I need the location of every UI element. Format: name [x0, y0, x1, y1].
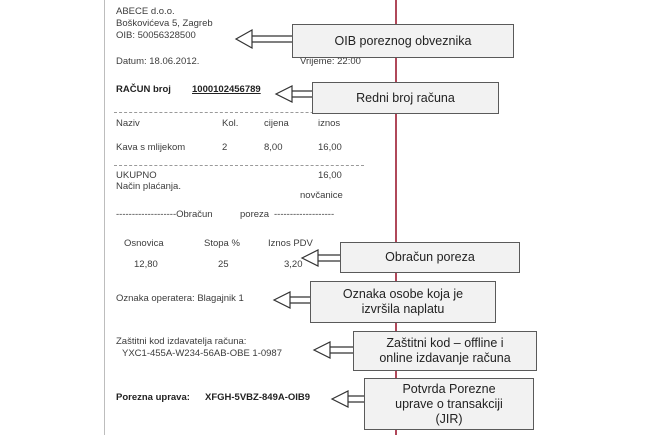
callout-zki-line2: online izdavanje računa — [379, 351, 511, 365]
divider — [114, 112, 364, 113]
tax-value-rate: 25 — [218, 259, 229, 270]
callout-invoice-number-text: Redni broj računa — [356, 90, 455, 105]
operator-line: Oznaka operatera: Blagajnik 1 — [116, 293, 244, 304]
callout-jir-line2: uprave o transakciji — [395, 396, 503, 411]
arrow-tax-head — [300, 249, 319, 267]
column-header-amount: iznos — [318, 118, 341, 129]
payment-label: Način plaćanja. — [116, 181, 181, 192]
item-amount: 16,00 — [318, 142, 342, 153]
company-name: ABECE d.o.o. — [116, 6, 175, 17]
callout-oib-text: OIB poreznog obveznika — [334, 33, 472, 48]
arrow-operator-head — [272, 291, 291, 309]
receipt-time: Vrijeme: 22:00 — [300, 56, 361, 67]
item-qty: 2 — [222, 142, 228, 153]
column-header-qty: Kol. — [222, 118, 239, 129]
callout-tax: Obračun poreza — [340, 242, 520, 273]
callout-tax-text: Obračun poreza — [385, 250, 475, 264]
item-price: 8,00 — [264, 142, 283, 153]
callout-operator-line2: izvršila naplatu — [361, 302, 445, 316]
tax-column-rate: Stopa % — [204, 238, 240, 249]
receipt-right-edge — [395, 0, 397, 435]
callout-operator: Oznaka osobe koja je izvršila naplatu — [310, 281, 496, 323]
arrow-oib-head — [234, 28, 253, 50]
callout-invoice-number: Redni broj računa — [312, 82, 499, 114]
arrow-zki-head — [312, 341, 331, 359]
zki-value: YXC1-455A-W234-56AB-OBE 1-0987 — [122, 348, 282, 359]
jir-label: Porezna uprava: — [116, 392, 190, 403]
total-amount: 16,00 — [318, 170, 342, 181]
divider — [114, 165, 364, 166]
callout-jir-line1: Potvrda Porezne — [402, 381, 496, 396]
invoice-label: RAČUN broj — [116, 84, 171, 95]
tax-column-vat: Iznos PDV — [268, 238, 313, 249]
callout-zki: Zaštitni kod – offline i online izdavanj… — [353, 331, 537, 371]
payment-value: novčanice — [300, 190, 343, 201]
column-header-price: cijena — [264, 118, 289, 129]
callout-oib: OIB poreznog obveznika — [292, 24, 514, 58]
company-oib: OIB: 50056328500 — [116, 30, 196, 41]
jir-value: XFGH-5VBZ-849A-OIB9 — [205, 392, 311, 403]
tax-section-header-right: ------------------- — [274, 209, 335, 220]
receipt-date: Datum: 18.06.2012. — [116, 56, 200, 67]
arrow-invoice-head — [274, 85, 293, 103]
receipt-left-edge — [104, 0, 105, 435]
invoice-number: 1000102456789 — [192, 84, 261, 95]
column-header-name: Naziv — [116, 118, 140, 129]
item-name: Kava s mlijekom — [116, 142, 186, 153]
tax-column-base: Osnovica — [124, 238, 164, 249]
arrow-jir-head — [330, 390, 349, 408]
tax-section-header-mid: poreza — [240, 209, 270, 220]
company-address: Boškovićeva 5, Zagreb — [116, 18, 213, 29]
tax-value-base: 12,80 — [134, 259, 158, 270]
callout-jir: Potvrda Porezne uprave o transakciji (JI… — [364, 378, 534, 430]
callout-operator-line1: Oznaka osobe koja je — [342, 287, 464, 301]
callout-zki-line1: Zaštitni kod – offline i — [386, 336, 504, 350]
callout-jir-line3: (JIR) — [435, 411, 463, 426]
zki-label: Zaštitni kod izdavatelja računa: — [116, 336, 247, 347]
tax-section-header-left: -------------------Obračun — [116, 209, 213, 220]
total-label: UKUPNO — [116, 170, 157, 181]
tax-value-vat: 3,20 — [284, 259, 303, 270]
